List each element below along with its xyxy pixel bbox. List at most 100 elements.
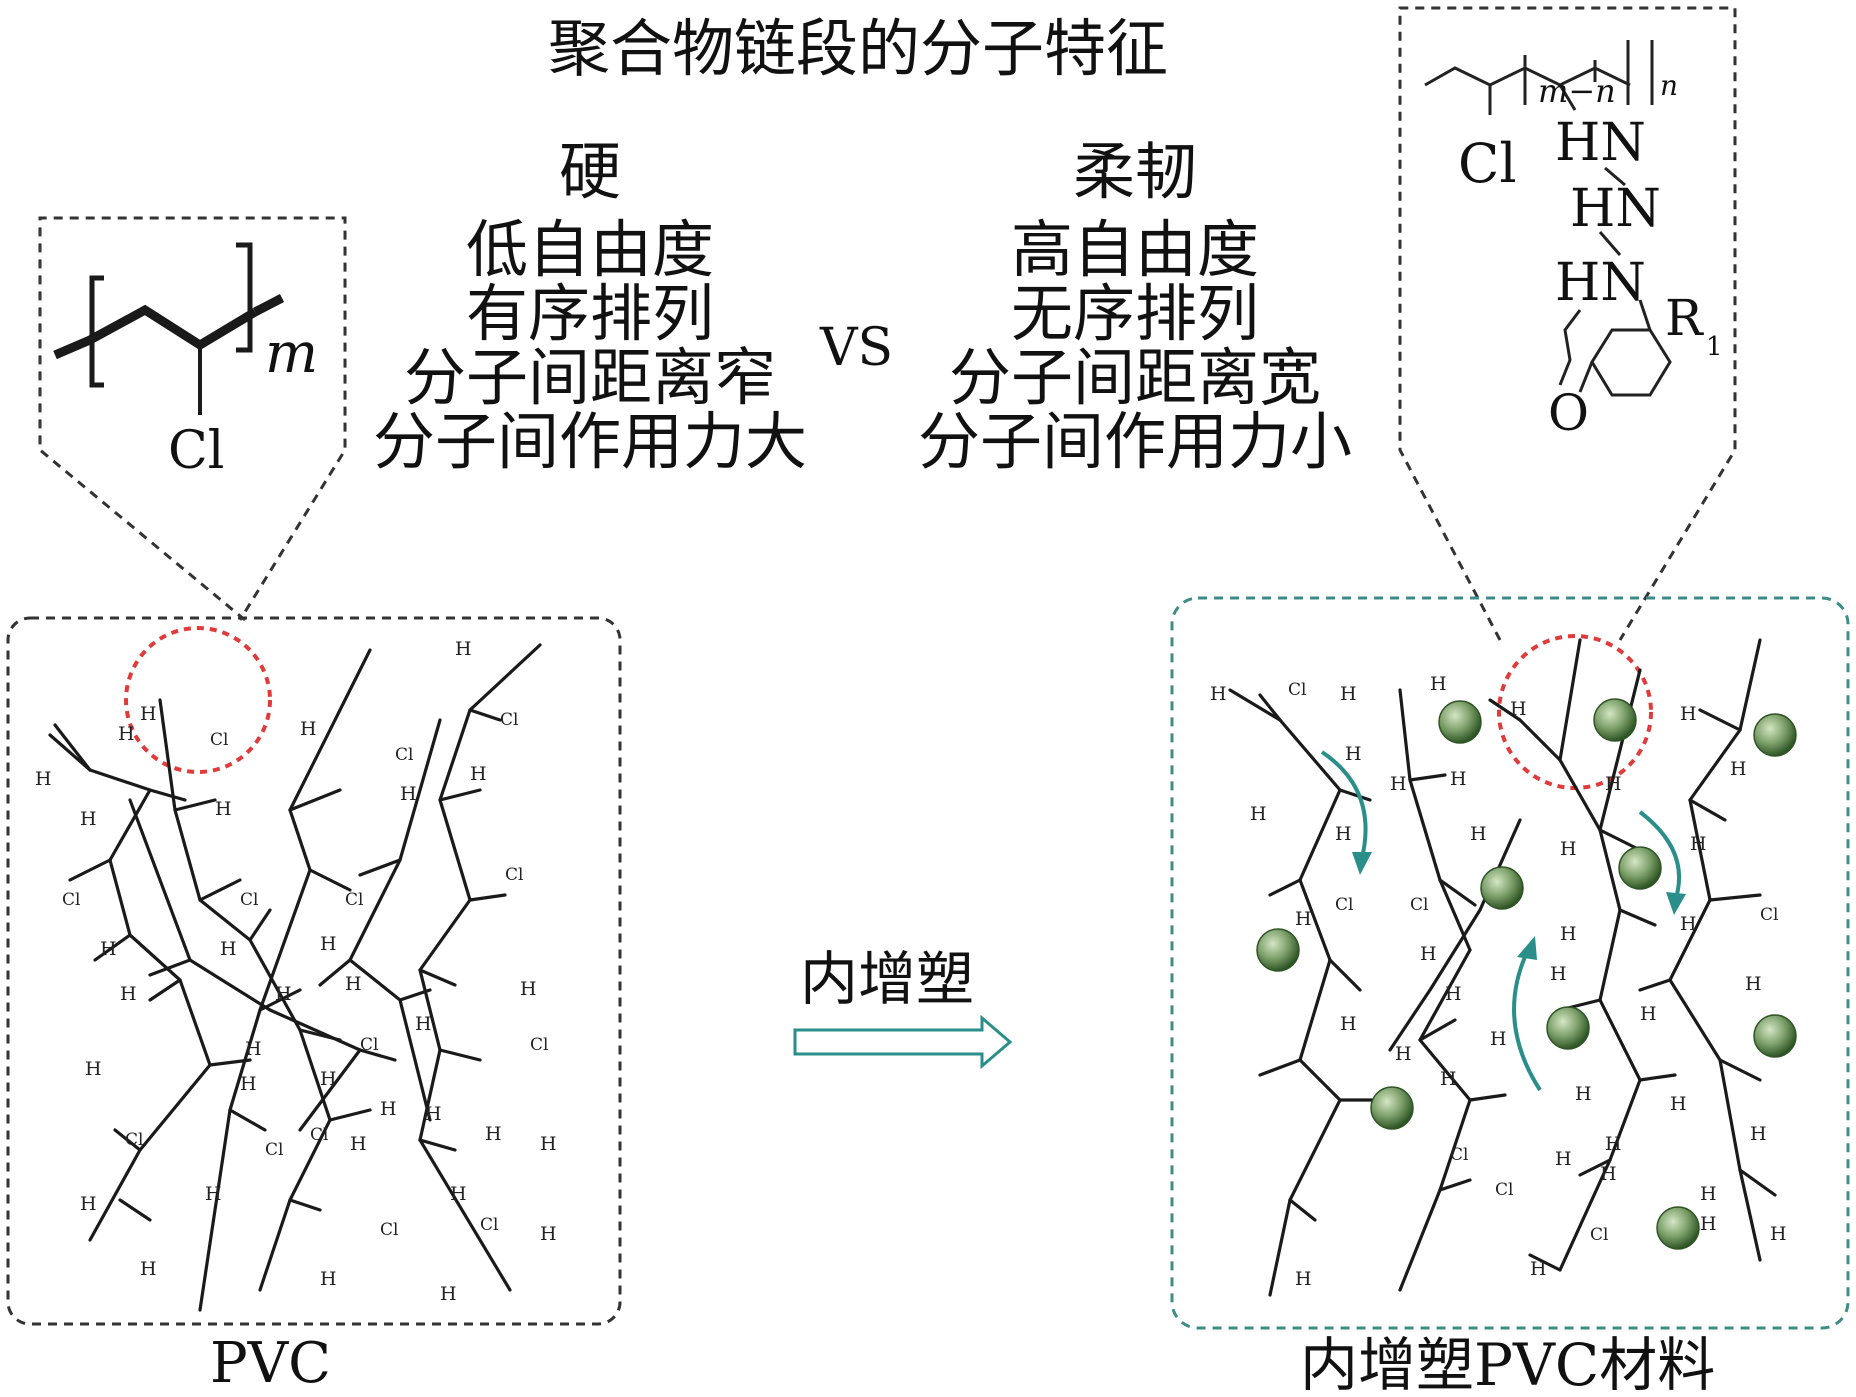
chlorine-atom-label: Cl [380, 1220, 398, 1240]
backbone-bond [1298, 958, 1332, 1062]
backbone-bond [438, 708, 472, 802]
hydrogen-atom-label: H [1490, 1028, 1507, 1050]
modified-network-box [1170, 596, 1850, 1330]
backbone-bond [188, 958, 272, 1012]
chain-bond [208, 1058, 252, 1067]
chain-bond [148, 788, 187, 802]
chlorine-atom-label: Cl [480, 1215, 498, 1235]
chlorine-atom-label: Cl [240, 890, 258, 910]
pvc-repeat-unit [53, 242, 285, 415]
chain-bond [113, 1128, 142, 1152]
arrow-head-icon [1352, 852, 1372, 875]
hydrogen-atom-label: H [450, 1183, 467, 1205]
hydrogen-atom-label: H [300, 718, 317, 740]
chain-bond [468, 893, 507, 902]
backbone-bond [88, 1148, 142, 1242]
chain-bond [173, 798, 217, 812]
chlorine-atom-label: Cl [360, 1035, 378, 1055]
hydrogen-atom-label: H [540, 1223, 557, 1245]
plasticizer-bead [1546, 1006, 1590, 1050]
plasticizer-bead [1753, 713, 1797, 757]
chlorine-atom-label: Cl [310, 1125, 328, 1145]
chain-bond [398, 988, 432, 1002]
chain-bond [198, 878, 242, 902]
hydrogen-atom-label: H [320, 1068, 337, 1090]
hydrogen-atom-label: H [1530, 1258, 1547, 1280]
backbone-bond [1608, 1078, 1642, 1162]
hydrogen-atom-label: H [455, 638, 472, 660]
backbone-bond [1598, 668, 1642, 832]
backbone-bond [1738, 1168, 1762, 1262]
plasticizer-bead [1753, 1014, 1797, 1058]
backbone-bond [288, 808, 312, 872]
plasticizer-bead [1480, 866, 1524, 910]
chain-bond [1618, 908, 1657, 927]
hydrogen-atom-label: H [1555, 1148, 1572, 1170]
chlorine-atom-label: Cl [1590, 1225, 1608, 1245]
chain-bond [1638, 978, 1672, 992]
backbone-bond [198, 1108, 232, 1312]
chain-bond [148, 978, 182, 1002]
backbone-bond [348, 858, 402, 962]
chain-bond [118, 1198, 152, 1222]
pvc-repeat-subscript: m [265, 321, 318, 386]
hydrogen-atom-label: H [215, 798, 232, 820]
hydrogen-atom-label: H [470, 763, 487, 785]
chlorine-atom-label: Cl [125, 1130, 143, 1150]
backbone-bond [418, 968, 442, 1052]
backbone-bond [1438, 878, 1472, 952]
hydrogen-atom-label: H [1450, 768, 1467, 790]
chain-bond [1638, 1073, 1677, 1082]
hydrogen-atom-label: H [1510, 698, 1527, 720]
modified-subscript-mn: m−n [1538, 72, 1616, 110]
chlorine-atom-label: Cl [530, 1035, 548, 1055]
modified-callout-outline [1398, 6, 1737, 641]
backbone-bond [1428, 908, 1482, 992]
backbone-bond [1398, 1188, 1442, 1292]
r-group-subscript: 1 [1706, 332, 1723, 362]
chlorine-atom-label: Cl [345, 890, 363, 910]
hydrogen-atom-label: H [275, 983, 292, 1005]
chlorine-atom-label: Cl [1335, 895, 1353, 915]
arrow-head-icon [1517, 936, 1537, 960]
hydrogen-atom-label: H [320, 933, 337, 955]
hydrogen-atom-label: H [100, 938, 117, 960]
chain-bond [148, 958, 192, 977]
backbone-bond [128, 798, 192, 962]
hydrogen-atom-label: H [1210, 683, 1227, 705]
backbone-bond [1438, 1098, 1472, 1192]
backbone-bond [288, 648, 372, 812]
backbone-bond [1558, 638, 1582, 762]
chain-bond [418, 1138, 457, 1152]
backbone-bond [1598, 908, 1622, 1002]
chain-bond [318, 958, 352, 987]
hydrogen-atom-label: H [1690, 833, 1707, 855]
hydrogen-atom-label: H [1750, 1123, 1767, 1145]
rigid-item: 低自由度 [465, 213, 714, 286]
hydrogen-atom-label: H [1550, 963, 1567, 985]
hydrogen-atom-label: H [485, 1123, 502, 1145]
chain-bond [1268, 878, 1302, 897]
caption-pvc: PVC [210, 1331, 331, 1396]
backbone-bond [258, 1198, 292, 1292]
plasticizer-bead [1438, 700, 1482, 744]
hydrogen-atom-label: H [1340, 683, 1357, 705]
hydrogen-atom-label: H [1340, 1013, 1357, 1035]
hydrogen-atom-label: H [1430, 673, 1447, 695]
pvc-network-box [6, 616, 622, 1326]
hydrogen-atom-label: H [440, 1283, 457, 1305]
modified-chlorine-label: Cl [1458, 132, 1517, 195]
chain-bond [1528, 1253, 1562, 1272]
backbone-bond [1688, 798, 1712, 902]
hydrogen-atom-label: H [245, 1038, 262, 1060]
hydrogen-atom-label: H [1470, 823, 1487, 845]
hydrogen-atom-label: H [1770, 1223, 1787, 1245]
hydrogen-atom-label: H [1680, 703, 1697, 725]
hydrogen-atom-label: H [140, 703, 157, 725]
flexible-item: 分子间作用力小 [917, 405, 1352, 478]
r-group-label: R [1665, 289, 1704, 347]
chlorine-atom-label: Cl [1410, 895, 1428, 915]
hydrogen-atom-label: H [1605, 1133, 1622, 1155]
backbone-bond [1228, 688, 1282, 722]
